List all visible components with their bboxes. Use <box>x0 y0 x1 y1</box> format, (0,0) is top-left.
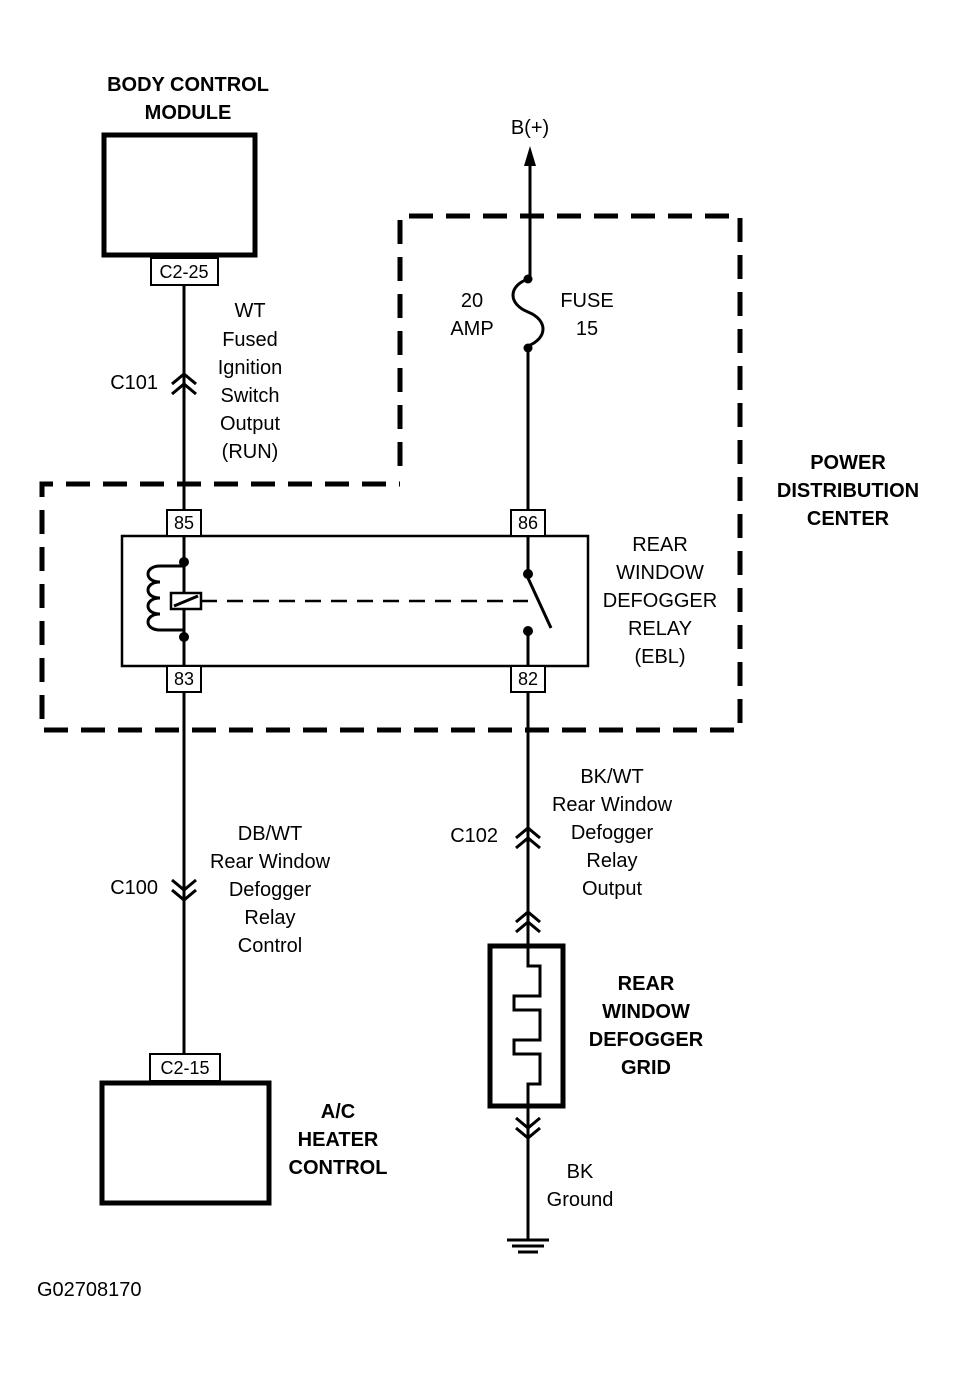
relay-title-line5: (EBL) <box>634 646 685 668</box>
bcm-connector-label: C2-25 <box>159 262 208 282</box>
c102-label: C102 <box>450 825 498 847</box>
pdc-title-line3: CENTER <box>807 508 890 530</box>
relay-output-label-4: Relay <box>586 850 637 872</box>
relay-output-label-2: Rear Window <box>552 794 673 816</box>
ignition-wire-label-3: Ignition <box>218 357 283 379</box>
fuse-rating-line2: AMP <box>450 318 493 340</box>
fuse-name-line1: FUSE <box>560 290 613 312</box>
grid-title-line2: WINDOW <box>602 1001 690 1023</box>
grid-title-line4: GRID <box>621 1057 671 1079</box>
fuse-rating-line1: 20 <box>461 290 483 312</box>
ground-wire-label-1: BK <box>567 1161 594 1183</box>
relay-pin-83-box <box>166 665 202 693</box>
fuse-icon <box>511 277 545 348</box>
fuse-name-line2: 15 <box>576 318 598 340</box>
ignition-wire-label-5: Output <box>220 413 280 435</box>
relay-pin-85-label: 85 <box>174 513 194 533</box>
relay-pin-83-label: 83 <box>174 669 194 689</box>
pdc-title-line2: DISTRIBUTION <box>777 480 919 502</box>
relay-pin-82-label: 82 <box>518 669 538 689</box>
c101-connector-symbol <box>171 372 197 396</box>
ignition-wire-label-1: WT <box>234 300 265 322</box>
relay-pin-85-box <box>166 509 202 537</box>
ground-wire-label-2: Ground <box>547 1189 614 1211</box>
relay-control-label-5: Control <box>238 935 302 957</box>
relay-pin-86-label: 86 <box>518 513 538 533</box>
c101-label: C101 <box>110 372 158 394</box>
relay-coil-icon <box>146 536 203 666</box>
ignition-wire-label-2: Fused <box>222 329 278 351</box>
ac-title-line2: HEATER <box>298 1129 379 1151</box>
battery-positive-label: B(+) <box>511 117 549 139</box>
defogger-grid-box <box>487 943 566 1109</box>
body-control-module-box <box>101 132 258 258</box>
relay-output-label-1: BK/WT <box>580 766 643 788</box>
grid-title-line1: REAR <box>618 973 675 995</box>
c102-connector-symbol <box>515 826 541 850</box>
grid-input-connector-symbol <box>515 910 541 934</box>
ac-heater-control-box <box>99 1080 272 1206</box>
power-arrow-icon <box>524 146 536 166</box>
ignition-wire-label-6: (RUN) <box>222 441 279 463</box>
relay-switch-icon <box>523 536 553 666</box>
ac-title-line1: A/C <box>321 1101 355 1123</box>
grid-title-line3: DEFOGGER <box>589 1029 704 1051</box>
relay-output-label-5: Output <box>582 878 642 900</box>
relay-control-label-3: Defogger <box>229 879 312 901</box>
defogger-grid-element-icon <box>512 946 542 1106</box>
c100-connector-symbol <box>171 878 197 902</box>
pdc-title-line1: POWER <box>810 452 886 474</box>
figure-id: G02708170 <box>37 1279 142 1301</box>
power-distribution-center-outline <box>39 213 743 733</box>
c100-label: C100 <box>110 877 158 899</box>
ac-connector-label: C2-15 <box>160 1058 209 1078</box>
relay-body <box>120 534 590 668</box>
relay-pin-86-box <box>510 509 546 537</box>
relay-output-label-3: Defogger <box>571 822 654 844</box>
ac-title-line3: CONTROL <box>289 1157 388 1179</box>
bcm-title-line1: BODY CONTROL <box>107 74 269 96</box>
ground-icon <box>507 1238 549 1254</box>
bcm-title-line2: MODULE <box>145 102 232 124</box>
relay-control-label-1: DB/WT <box>238 823 302 845</box>
relay-title-line1: REAR <box>632 534 688 556</box>
relay-title-line2: WINDOW <box>616 562 704 584</box>
ignition-wire-label-4: Switch <box>221 385 280 407</box>
relay-control-label-2: Rear Window <box>210 851 331 873</box>
relay-title-line3: DEFOGGER <box>603 590 717 612</box>
relay-title-line4: RELAY <box>628 618 692 640</box>
relay-control-label-4: Relay <box>244 907 295 929</box>
